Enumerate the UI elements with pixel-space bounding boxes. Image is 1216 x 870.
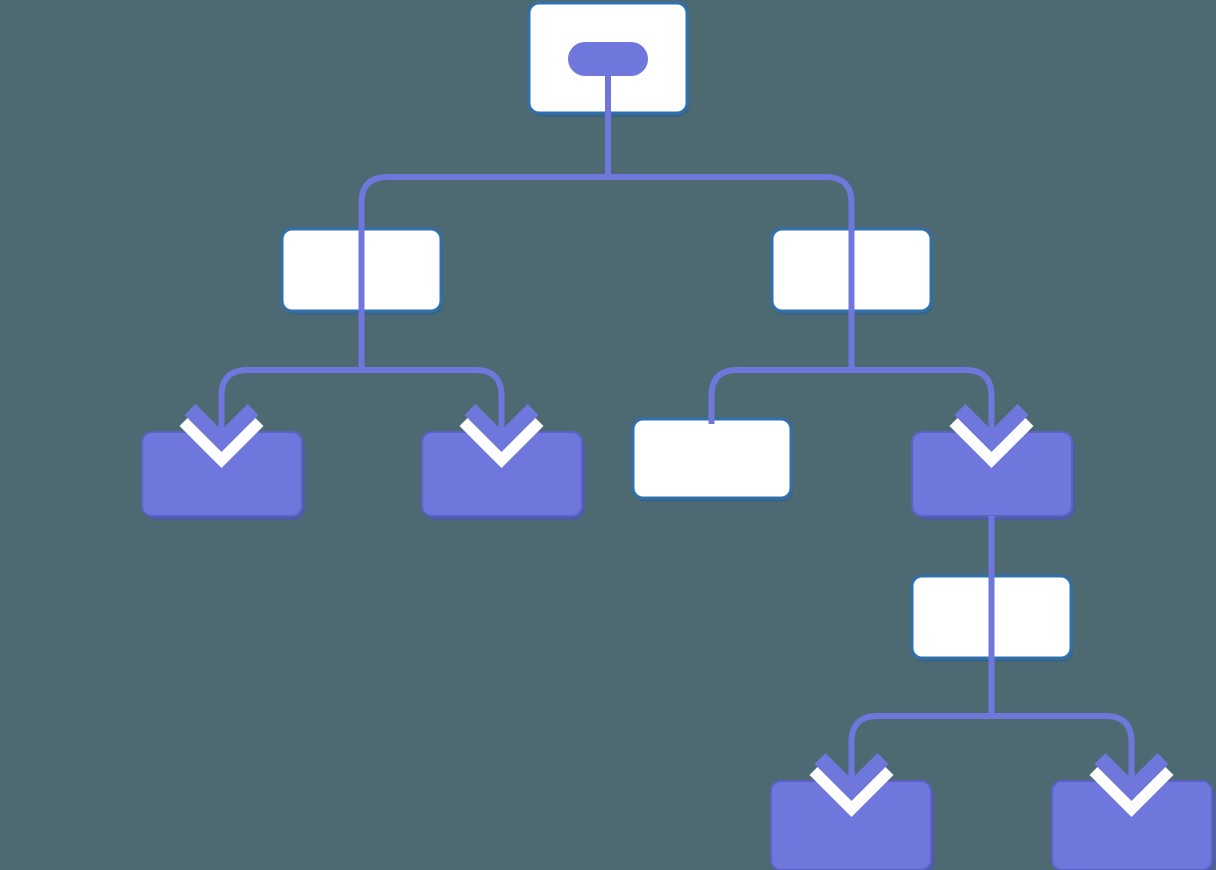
- connector-right-branch-to-middle-white: [708, 367, 852, 424]
- node-middle-white-box[interactable]: [631, 417, 793, 500]
- node-middle-white[interactable]: [631, 417, 793, 500]
- connector-left-branch-to-leaf-a: [218, 367, 362, 434]
- connector-layer: [218, 50, 1135, 783]
- node-layer: [141, 1, 1213, 870]
- connector-root-to-left-branch: [358, 174, 608, 311]
- connector-sub-white-to-bottom-b: [991, 713, 1135, 783]
- connector-sub-white-to-bottom-a: [848, 713, 992, 783]
- connector-right-branch-to-right-purple: [851, 367, 995, 434]
- connector-root-to-right-branch: [608, 174, 855, 229]
- connector-left-branch-to-leaf-b: [361, 367, 505, 434]
